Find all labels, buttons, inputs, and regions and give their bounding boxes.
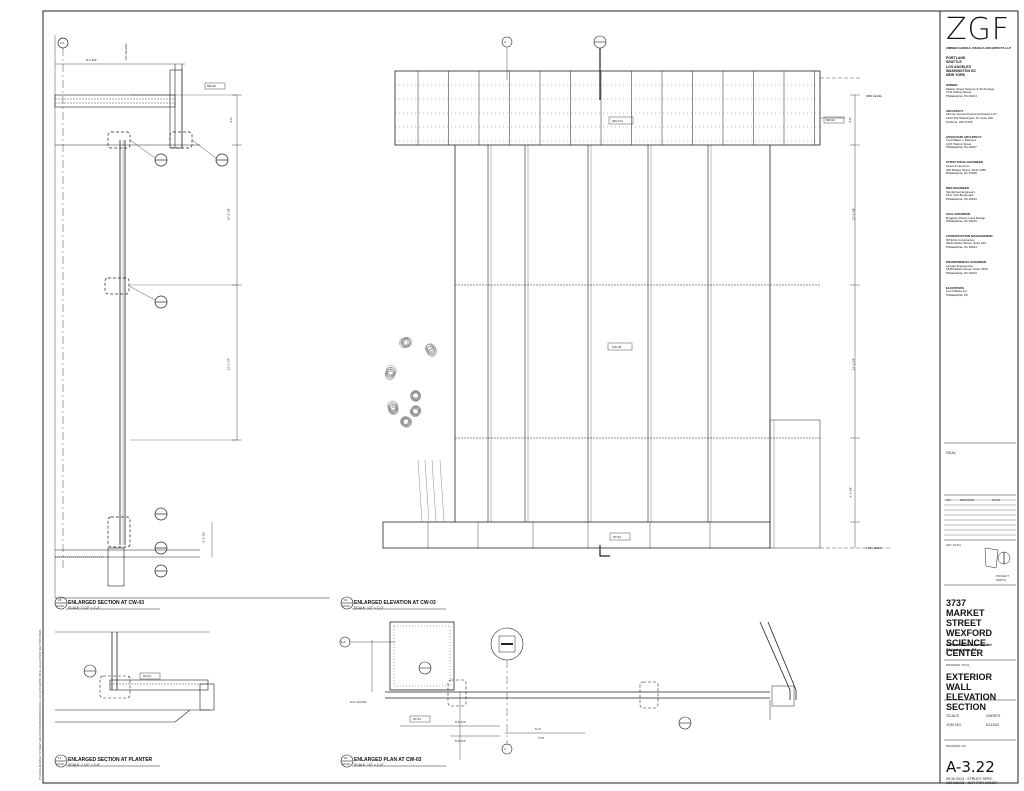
dim-text: 12'-2 1/8" [226,207,231,221]
dim-text: 6'-6 1/4" [848,486,853,498]
view-scale: SCALE: 1 1/2" = 1'-0" [68,763,101,767]
grid-4-label: 4 [504,40,506,44]
view-num: 13 [344,598,348,602]
seal-label: SEAL [946,450,957,455]
dim-text: 12'-2 1/8" [851,207,856,221]
dim-text: 5'-2 1/8" [86,58,97,62]
key-plan-label: KEY PLAN [946,543,961,547]
view-sheet: A3.22 [342,604,350,608]
dim-text: 12'-1 1/4" [851,357,856,371]
view-num: 11 [58,756,62,760]
mp-tag: MP-02 [207,84,216,88]
elevation-cw03-linework [204,35,890,557]
view-title: ENLARGED PLAN AT CW-03 [354,757,422,763]
project-title: 3737 MARKET STREET WEXFORD SCIENCE CENTE… [946,598,992,658]
title-block: ZGF ZIMMER GUNSUL FRASCA ARCHITECTS LLP … [942,10,1018,785]
fo-glass-label: F.O. GLASS [124,43,129,61]
dim-text: 6'-6 1/4" [455,720,466,724]
job-value: 511402 [986,722,1000,727]
cw-tag: CW-03 [612,345,622,349]
view-sheet: A3.22 [56,604,64,608]
view-scale: SCALE: 1/2" = 1'-0" [354,763,384,767]
rev-desc-header: REVISION [960,498,975,502]
level-3-label: 3RD LEVEL [866,94,883,98]
drawing-no-label: DRAWING NO. [946,744,967,748]
grid-fa-plan-label: F.A [341,640,346,644]
sm-tag: SM-17A [612,119,623,123]
dim-text: 5'-2" [535,727,541,731]
grid-4-plan-label: 4 [504,747,506,751]
firm-cities: PORTLAND SEATTLE LOS ANGELES WASHINGTON … [946,56,977,78]
rev-date-header: DATE [992,498,1000,502]
drawing-title: EXTERIOR WALL ELEVATION SECTION [946,672,997,712]
view-num: 15 [58,598,62,602]
scale-label: SCALE [946,713,960,718]
dim-text: 4'-0" [847,117,852,123]
scale-value: VARIES [986,713,1001,718]
st-tag: ST-01 [613,535,622,539]
file-path-note: P:\11402-MARKET STREET WEXFORD\DRAWINGS\… [38,629,42,780]
view-sheet: A3.22 [342,762,350,766]
grid-fa-label: F.A [60,41,65,45]
sheet-number: A-3.22 [946,758,995,776]
section-cw03-linework [54,35,330,599]
view-sheet: A3.22 [56,762,64,766]
issue-info: 09.30.2013 - STRUCT SPEC 100 DD/CD - NOT… [946,777,998,786]
view-num: 10 [344,756,348,760]
dim-text: 4'-0" [228,117,233,123]
mp-tag-right: MP-02 [826,118,835,122]
dim-text: 5'-5 1/4" [455,739,466,743]
view-scale: SCALE: 1/2" = 1'-0" [354,606,384,610]
st-tag-planter: ST-01 [143,674,152,678]
planter-section-linework [55,631,215,723]
rev-no-header: NO. [946,498,952,502]
dim-text: 12'-1 1/4" [226,357,231,371]
client-info: Wexford Science Center Philadelphia, PA [946,642,992,652]
view-scale: SCALE: 1 1/2" = 1'-0" [68,606,101,610]
st-tag-plan: ST-01 [413,717,422,721]
view-title: ENLARGED SECTION AT CW-03 [68,600,145,606]
dim-text: TYP. [538,736,545,740]
firm-name: ZIMMER GUNSUL FRASCA ARCHITECTS LLP [946,46,1012,50]
job-label: JOB NO. [946,722,963,727]
view-title: ENLARGED ELEVATION AT CW-03 [354,600,436,606]
firm-logo: ZGF [946,12,1011,47]
view-title: ENLARGED SECTION AT PLANTER [68,757,153,763]
dim-text: 6'-2 1/2" [201,531,206,543]
plan-cw03-linework [339,621,797,760]
level-1-label: 1ST LEVEL [866,546,882,550]
drawing-title-label: DRAWING TITLE [946,663,970,667]
fo-glass-plan: F.O. GLASS [350,700,367,704]
north-label: PROJECT NORTH [996,574,1010,582]
